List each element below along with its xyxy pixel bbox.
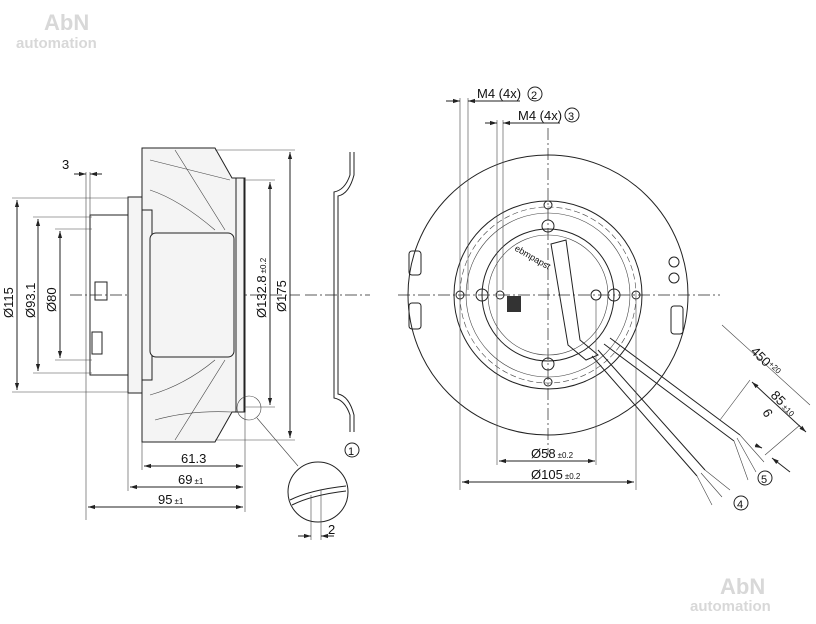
callout-2: 2 xyxy=(531,90,537,102)
dim-2: 2 xyxy=(328,522,335,537)
watermark-bottom-right: AbN automation xyxy=(690,574,771,615)
svg-text:automation: automation xyxy=(690,598,771,615)
inlet-ring-part: 1 xyxy=(305,152,370,458)
brand-mark: ebmpapst xyxy=(513,243,553,272)
dim-61-3: 61.3 xyxy=(181,451,206,466)
cables xyxy=(591,337,765,506)
dim-dia-58: Ø58±0.2 xyxy=(531,446,574,461)
dim-dia-115: Ø115 xyxy=(1,287,16,318)
callout-4: 4 xyxy=(737,499,743,511)
screw-holes xyxy=(455,200,680,387)
callout-1: 1 xyxy=(348,446,354,458)
dim-cable-450: 450+20 xyxy=(748,344,784,380)
thread-label-m4-b: M4 (4x) xyxy=(518,108,562,123)
callout-1-circle xyxy=(344,442,360,458)
thread-label-m4-a: M4 (4x) xyxy=(477,86,521,101)
dim-3: 3 xyxy=(62,157,69,172)
dim-dia-105: Ø105±0.2 xyxy=(531,467,581,482)
dim-dia-80: Ø80 xyxy=(44,287,59,312)
dim-dia-93-1: Ø93.1 xyxy=(23,283,38,318)
dim-cable-6: 6 xyxy=(759,406,776,420)
dim-cable-85: 85±10 xyxy=(768,388,800,420)
svg-text:AbN: AbN xyxy=(44,10,89,35)
detail-view: 2 xyxy=(287,461,349,540)
callout-3: 3 xyxy=(568,111,574,123)
dim-dia-132-8: Ø132.8±0.2 xyxy=(254,257,269,318)
dim-dia-175: Ø175 xyxy=(274,280,289,312)
side-view: 3 Ø115 Ø93.1 Ø80 Ø132.8±0.2 Ø175 61.3 69… xyxy=(1,147,300,520)
front-view: ebmpapst M4 (4x) 2 M4 (4x) 3 Ø58±0.2 Ø10… xyxy=(398,86,811,511)
callout-5: 5 xyxy=(761,474,767,486)
svg-text:AbN: AbN xyxy=(720,574,765,599)
dim-69: 69±1 xyxy=(178,472,204,487)
watermark-top-left: AbN automation xyxy=(16,10,97,52)
dim-95: 95±1 xyxy=(158,492,184,507)
svg-text:automation: automation xyxy=(16,35,97,52)
